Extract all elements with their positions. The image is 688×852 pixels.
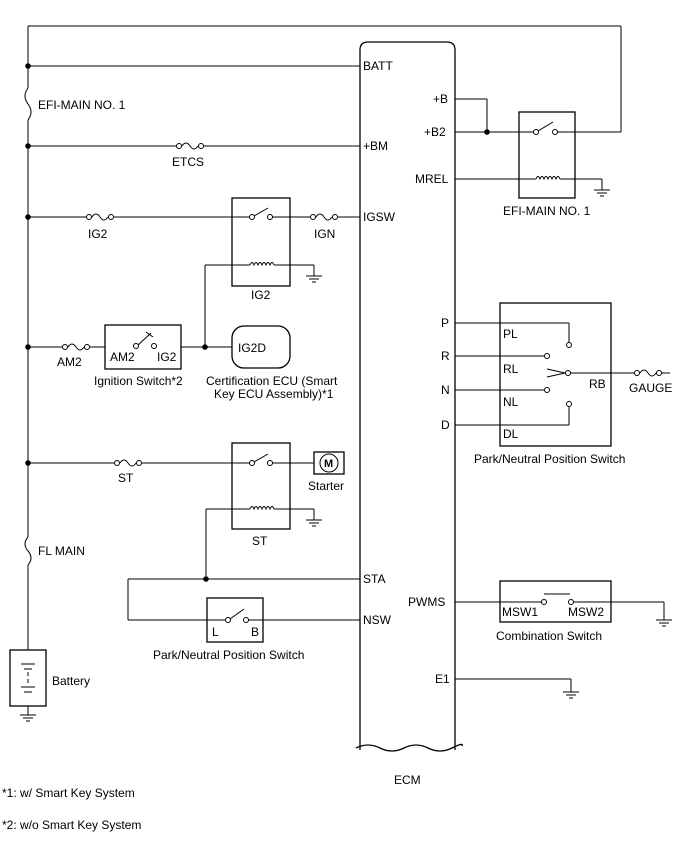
ecm-terminal-sta: STA [363, 572, 385, 586]
efi-main-fuse-icon [24, 87, 32, 121]
ig2-relay-label: IG2 [251, 288, 271, 302]
am2-line: AM2 AM2 IG2 Ignition Switch*2 IG2D Certi… [25, 324, 338, 401]
e1-line: E1 [435, 672, 579, 699]
certification-ecu-label-line2: Key ECU Assembly)*1 [214, 387, 334, 401]
ecm-terminal-bm: +BM [363, 139, 388, 153]
efi-main-relay [518, 111, 576, 199]
certification-ecu [231, 325, 291, 369]
certification-ecu-terminal: IG2D [238, 341, 266, 355]
bm-line: ETCS +BM [25, 139, 388, 169]
ecm-terminal-n: N [441, 383, 450, 397]
pnp-left-terminal-l: L [212, 625, 219, 639]
pnp-switch-right-label: Park/Neutral Position Switch [474, 452, 625, 466]
pnp-right-rb: RB [589, 377, 606, 391]
ig2-fuse-label: IG2 [88, 227, 108, 241]
st-fuse-icon [119, 459, 137, 467]
battery-box [9, 649, 47, 707]
gauge-fuse-label: GAUGE [629, 381, 672, 395]
starter-motor-letter: M [324, 458, 333, 470]
ecm-label: ECM [394, 773, 421, 787]
batt-line: BATT [25, 59, 393, 73]
ig2-relay-coil-icon [249, 262, 275, 267]
etcs-fuse-icon [181, 142, 199, 150]
pnp-right-nl: NL [503, 395, 519, 409]
efi-main-relay-coil-icon [535, 176, 561, 181]
pnp-switch-left-label: Park/Neutral Position Switch [153, 648, 304, 662]
ig2-line: IG2 IGN IGSW IG2 [25, 197, 396, 347]
ecm-terminal-nsw: NSW [363, 613, 392, 627]
ecm-terminal-mrel: MREL [415, 172, 449, 186]
ecm-terminal-b2: +B2 [424, 125, 446, 139]
combination-switch-label: Combination Switch [496, 629, 602, 643]
ecm-terminal-pwms: PWMS [408, 595, 445, 609]
ecm-terminal-igsw: IGSW [363, 210, 396, 224]
pnp-switch-right [499, 302, 612, 447]
certification-ecu-label-line1: Certification ECU (Smart [206, 374, 338, 388]
pnp-right-dl: DL [503, 427, 519, 441]
efi-main-fuse-label: EFI-MAIN NO. 1 [38, 98, 126, 112]
st-relay-label: ST [252, 534, 268, 548]
ecm-terminal-batt: BATT [363, 59, 393, 73]
pnp-right-rl: RL [503, 362, 519, 376]
footnote-1: *1: w/ Smart Key System [2, 786, 135, 800]
fl-main-fuse-label: FL MAIN [38, 544, 85, 558]
ecm-terminal-d: D [441, 418, 450, 432]
ecm-terminal-b: +B [433, 92, 448, 106]
ign-fuse-label: IGN [314, 227, 335, 241]
pnp-switch-right-group: P R N D PL RL NL DL RB [441, 302, 672, 466]
gauge-fuse-icon [639, 369, 657, 377]
ignition-switch-ig2: IG2 [157, 350, 177, 364]
pnp-right-pl: PL [503, 327, 518, 341]
starter-label: Starter [308, 479, 344, 493]
st-relay-coil-icon [249, 506, 275, 511]
ecm-block: ECM [355, 41, 463, 787]
combination-switch-group: PWMS MSW1 MSW2 Combination Switch [408, 580, 672, 643]
st-fuse-label: ST [118, 471, 134, 485]
efi-main-relay-group: +B +B2 MREL EFI-MAIN NO. 1 [415, 92, 610, 218]
battery: Battery [9, 649, 90, 722]
fl-main-fuse-icon [24, 536, 32, 566]
st-relay [231, 442, 291, 530]
battery-label: Battery [52, 674, 90, 688]
sta-nsw-lines: STA L B NSW Park/Neutral Position Switch [127, 572, 392, 662]
ig2-relay [231, 197, 291, 287]
combination-switch-msw2: MSW2 [568, 605, 604, 619]
st-line: ST M Starter ST [25, 442, 345, 579]
ignition-switch-label: Ignition Switch*2 [94, 374, 183, 388]
efi-main-relay-label: EFI-MAIN NO. 1 [503, 204, 591, 218]
ecm-terminal-r: R [441, 349, 450, 363]
etcs-fuse-label: ETCS [172, 155, 204, 169]
ign-fuse-icon [315, 213, 333, 221]
ecm-terminal-e1: E1 [435, 672, 450, 686]
am2-fuse-icon [67, 343, 85, 351]
ignition-switch [104, 324, 182, 370]
ecm-terminal-p: P [441, 316, 449, 330]
ignition-switch-am2: AM2 [110, 350, 135, 364]
ig2-fuse-icon [91, 213, 109, 221]
left-bus: EFI-MAIN NO. 1 FL MAIN [24, 25, 622, 650]
pnp-left-terminal-b: B [251, 625, 259, 639]
footnote-2: *2: w/o Smart Key System [2, 818, 141, 832]
combination-switch-msw1: MSW1 [502, 605, 538, 619]
am2-fuse-label: AM2 [57, 355, 82, 369]
